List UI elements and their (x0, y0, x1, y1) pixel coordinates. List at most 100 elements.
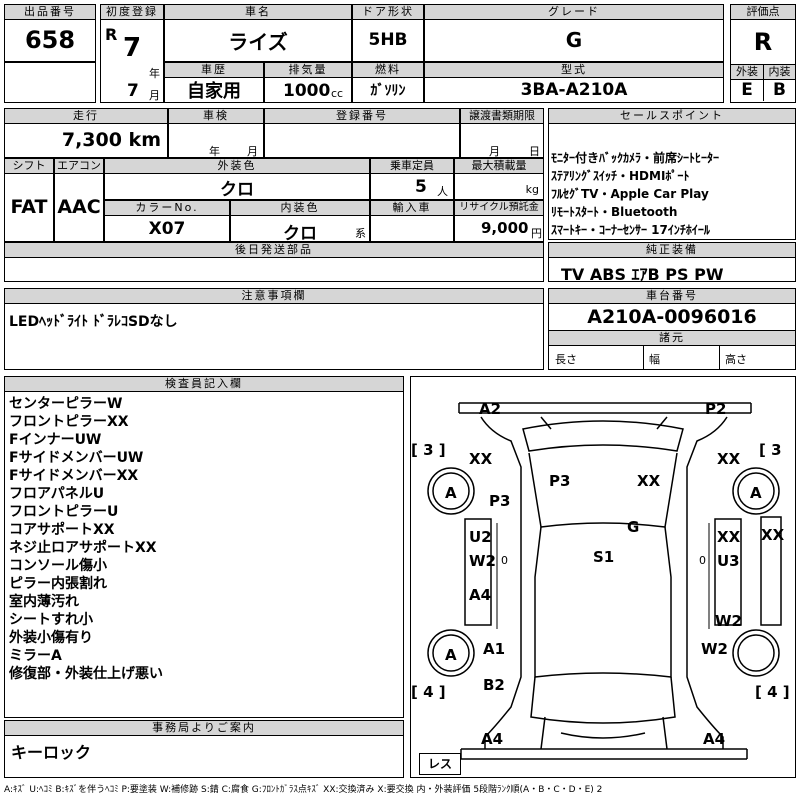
first-reg-era: R (105, 25, 118, 44)
recycle-label: リサイクル預託金 (455, 201, 543, 216)
import-cell: 輸入車 (370, 200, 454, 242)
history-label: 車歴 (165, 63, 263, 78)
grade-cell: グレード G (424, 4, 724, 62)
mileage-cell: 走行 7,300 km (4, 108, 168, 158)
fuel-cell: 燃料 ｶﾞｿﾘﾝ (352, 62, 424, 103)
bracket-rear-left-num: 4 (423, 683, 434, 701)
notes-cell: 注意事項欄 LEDﾍｯﾄﾞﾗｲﾄ ﾄﾞﾗﾚｺSDなし (4, 288, 544, 370)
car-name: ライズ (228, 29, 288, 54)
bracket-rear-right-num: 4 (767, 683, 778, 701)
int-score: B (763, 79, 795, 101)
ext-color: クロ (220, 179, 254, 200)
int-color-unit: 系 (355, 227, 366, 240)
reg-no-cell: 登録番号 (264, 108, 460, 158)
inspector-line: コアサポートXX (9, 522, 115, 538)
sales-point-line: ﾌﾙｾｸﾞTV・Apple Car Play (551, 187, 709, 201)
car-name-cell: 車名 ライズ (164, 4, 352, 62)
history-cell: 車歴 自家用 (164, 62, 264, 103)
inspector-line: フロントピラーXX (9, 414, 129, 430)
grade: G (565, 28, 583, 52)
shift-label: シフト (5, 159, 53, 174)
inspector-line: フロントピラーU (9, 504, 119, 520)
less-label: レス (427, 757, 452, 771)
mark-w2-left: W2 (469, 552, 496, 570)
int-score-label: 内装 (763, 64, 795, 80)
door-cell: ドア形状 5HB (352, 4, 424, 62)
mark-w2-right-lower: W2 (701, 640, 728, 658)
inspector-line: シートすれ小 (9, 612, 93, 628)
mark-g: G (627, 518, 640, 536)
inspector-line: 室内薄汚れ (9, 594, 79, 610)
reg-no-label: 登録番号 (265, 109, 459, 124)
mark-p3-center: P3 (549, 472, 571, 490)
sales-point-cell: セールスポイント ﾓﾆﾀｰ付きﾊﾞｯｸｶﾒﾗ・前席ｼｰﾄﾋｰﾀｰ ｽﾃｱﾘﾝｸﾞ… (548, 108, 796, 240)
color-no: X07 (148, 219, 186, 239)
model-label: 型式 (425, 63, 723, 78)
notes-label: 注意事項欄 (5, 289, 543, 304)
sales-point-line: ｽﾏｰﾄｷｰ・ｺｰﾅｰｾﾝｻｰ 17ｲﾝﾁﾎｲｰﾙ (551, 223, 710, 237)
mark-u3: U3 (717, 552, 740, 570)
color-no-label: カラーNo. (105, 201, 229, 216)
transfer-label: 譲渡書類期限 (461, 109, 543, 124)
equipment-label: 純正装備 (549, 243, 795, 258)
dims-row: 長さ 幅 高さ (549, 345, 795, 369)
max-load-cell: 最大積載量 kg (454, 158, 544, 200)
inspector-line: 修復部・外装仕上げ悪い (9, 666, 163, 682)
inspector-line: センターピラーW (9, 396, 123, 412)
bracket-rear-right: [ 4 ] (755, 683, 790, 701)
int-color: クロ (283, 224, 317, 244)
mark-a4-bottom-left: A4 (481, 730, 504, 748)
int-color-cell: 内装色 クロ 系 (230, 200, 370, 244)
mark-a-rear-left: A (445, 646, 457, 664)
mileage-label: 走行 (5, 109, 167, 124)
notes: LEDﾍｯﾄﾞﾗｲﾄ ﾄﾞﾗﾚｺSDなし (9, 314, 178, 330)
car-outline (427, 402, 782, 760)
bracket-front-right-num: 3 (771, 441, 782, 459)
office-cell: 事務局よりご案内 キーロック (4, 720, 404, 778)
car-diagram: A2 P2 [ 3 ] [ 3 XX XX A A P3 P3 XX G U2 … (410, 376, 796, 778)
sales-point-lines: ﾓﾆﾀｰ付きﾊﾞｯｸｶﾒﾗ・前席ｼｰﾄﾋｰﾀｰ ｽﾃｱﾘﾝｸﾞｽｲｯﾁ・HDMI… (551, 149, 719, 239)
dims-width: 幅 (649, 353, 660, 366)
inspection-month-unit: 月 (247, 145, 258, 158)
bracket-rear-left: [ 4 ] (411, 683, 446, 701)
displacement-cell: 排気量 1000 cc (264, 62, 352, 103)
capacity-unit: 人 (437, 185, 448, 198)
sales-point-line: ﾓﾆﾀｰ付きﾊﾞｯｸｶﾒﾗ・前席ｼｰﾄﾋｰﾀｰ (551, 151, 720, 165)
mark-xx-front-left: XX (469, 450, 493, 468)
office-label: 事務局よりご案内 (5, 721, 403, 736)
score-label: 評価点 (731, 5, 795, 20)
inspection-year-unit: 年 (209, 145, 220, 158)
car-name-label: 車名 (165, 5, 351, 20)
displacement-unit: cc (331, 87, 344, 100)
mark-w2-right: W2 (715, 612, 742, 630)
inspector-line: FインナーUW (9, 432, 102, 448)
displacement-label: 排気量 (265, 63, 351, 78)
score-value: R (753, 28, 773, 56)
sales-point-line: ｽﾃｱﾘﾝｸﾞｽｲｯﾁ・HDMIﾎﾟｰﾄ (551, 169, 690, 183)
history: 自家用 (187, 81, 241, 102)
dims-length: 長さ (555, 353, 577, 366)
first-reg-year-unit: 年 (149, 67, 160, 80)
inspector-line: ミラーA (9, 648, 62, 664)
mark-b2: B2 (483, 676, 505, 694)
max-load-label: 最大積載量 (455, 159, 543, 174)
mark-xx-center: XX (637, 472, 661, 490)
shift-cell: シフト FAT (4, 158, 54, 242)
mark-a-front-right: A (750, 484, 762, 502)
later-parts-cell: 後日発送部品 (4, 242, 544, 282)
mark-p2: P2 (705, 400, 727, 418)
ext-color-cell: 外装色 クロ (104, 158, 370, 200)
max-load-unit: kg (525, 183, 539, 196)
legend: A:ｷｽﾞ U:ﾍｺﾐ B:ｷｽﾞを伴うﾍｺﾐ P:要塗装 W:補修跡 S:錆 … (4, 785, 603, 795)
model: 3BA-A210A (520, 80, 628, 100)
capacity-cell: 乗車定員 5 人 (370, 158, 454, 200)
mark-xx-front-right: XX (717, 450, 741, 468)
dims-label: 諸元 (549, 330, 795, 346)
capacity: 5 (415, 177, 427, 197)
dims-divider (643, 345, 644, 369)
transfer-month-unit: 月 (489, 145, 500, 158)
transfer-day-unit: 日 (529, 145, 540, 158)
recycle-cell: リサイクル預託金 9,000 円 (454, 200, 544, 242)
mark-a4-left: A4 (469, 586, 492, 604)
recycle: 9,000 (481, 219, 529, 237)
